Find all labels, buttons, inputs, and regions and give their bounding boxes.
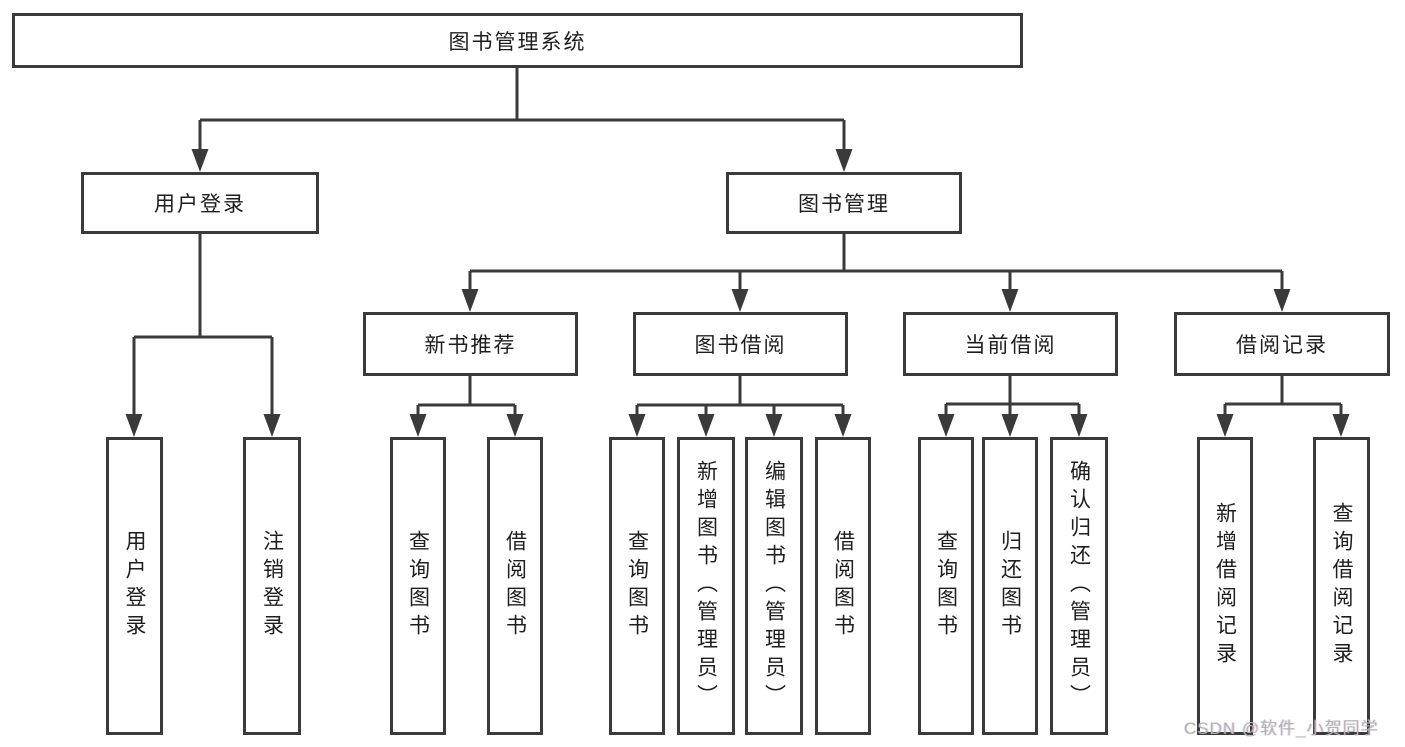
node-root: 图书管理系统 (12, 13, 1023, 68)
leaf-borrow-books-2: 借阅图书 (815, 437, 871, 735)
node-user-login-group: 用户登录 (81, 172, 319, 234)
node-book-borrowing: 图书借阅 (633, 312, 848, 376)
leaf-confirm-return-admin: 确认归还（管理员） (1050, 437, 1108, 735)
leaf-edit-book-admin: 编辑图书（管理员） (745, 437, 803, 735)
connector-new-book-recommend (416, 376, 517, 419)
leaf-return-book: 归还图书 (982, 437, 1038, 735)
leaf-query-borrow-record: 查询借阅记录 (1313, 437, 1370, 735)
arrowheads (125, 149, 1350, 437)
connector-book-management (468, 234, 1284, 291)
leaf-query-books-3: 查询图书 (918, 437, 974, 735)
leaf-logout: 注销登录 (243, 437, 301, 735)
csdn-watermark: CSDN @软件_小贺同学 (1184, 719, 1379, 738)
node-borrow-records: 借阅记录 (1174, 312, 1390, 376)
leaf-borrow-books-1: 借阅图书 (487, 437, 543, 735)
connector-root (198, 68, 846, 152)
connector-user-login-group (132, 234, 274, 416)
connector-borrow-records (1223, 376, 1343, 419)
leaf-user-login: 用户登录 (106, 437, 163, 735)
connector-book-borrowing (635, 376, 845, 419)
node-book-management: 图书管理 (726, 172, 962, 234)
leaf-query-books-1: 查询图书 (390, 437, 446, 735)
node-new-book-recommend: 新书推荐 (363, 312, 578, 376)
leaf-query-books-2: 查询图书 (609, 437, 665, 735)
leaf-add-borrow-record: 新增借阅记录 (1197, 437, 1253, 735)
connector-current-borrowing (944, 376, 1081, 419)
leaf-add-book-admin: 新增图书（管理员） (677, 437, 735, 735)
node-current-borrowing: 当前借阅 (903, 312, 1118, 376)
